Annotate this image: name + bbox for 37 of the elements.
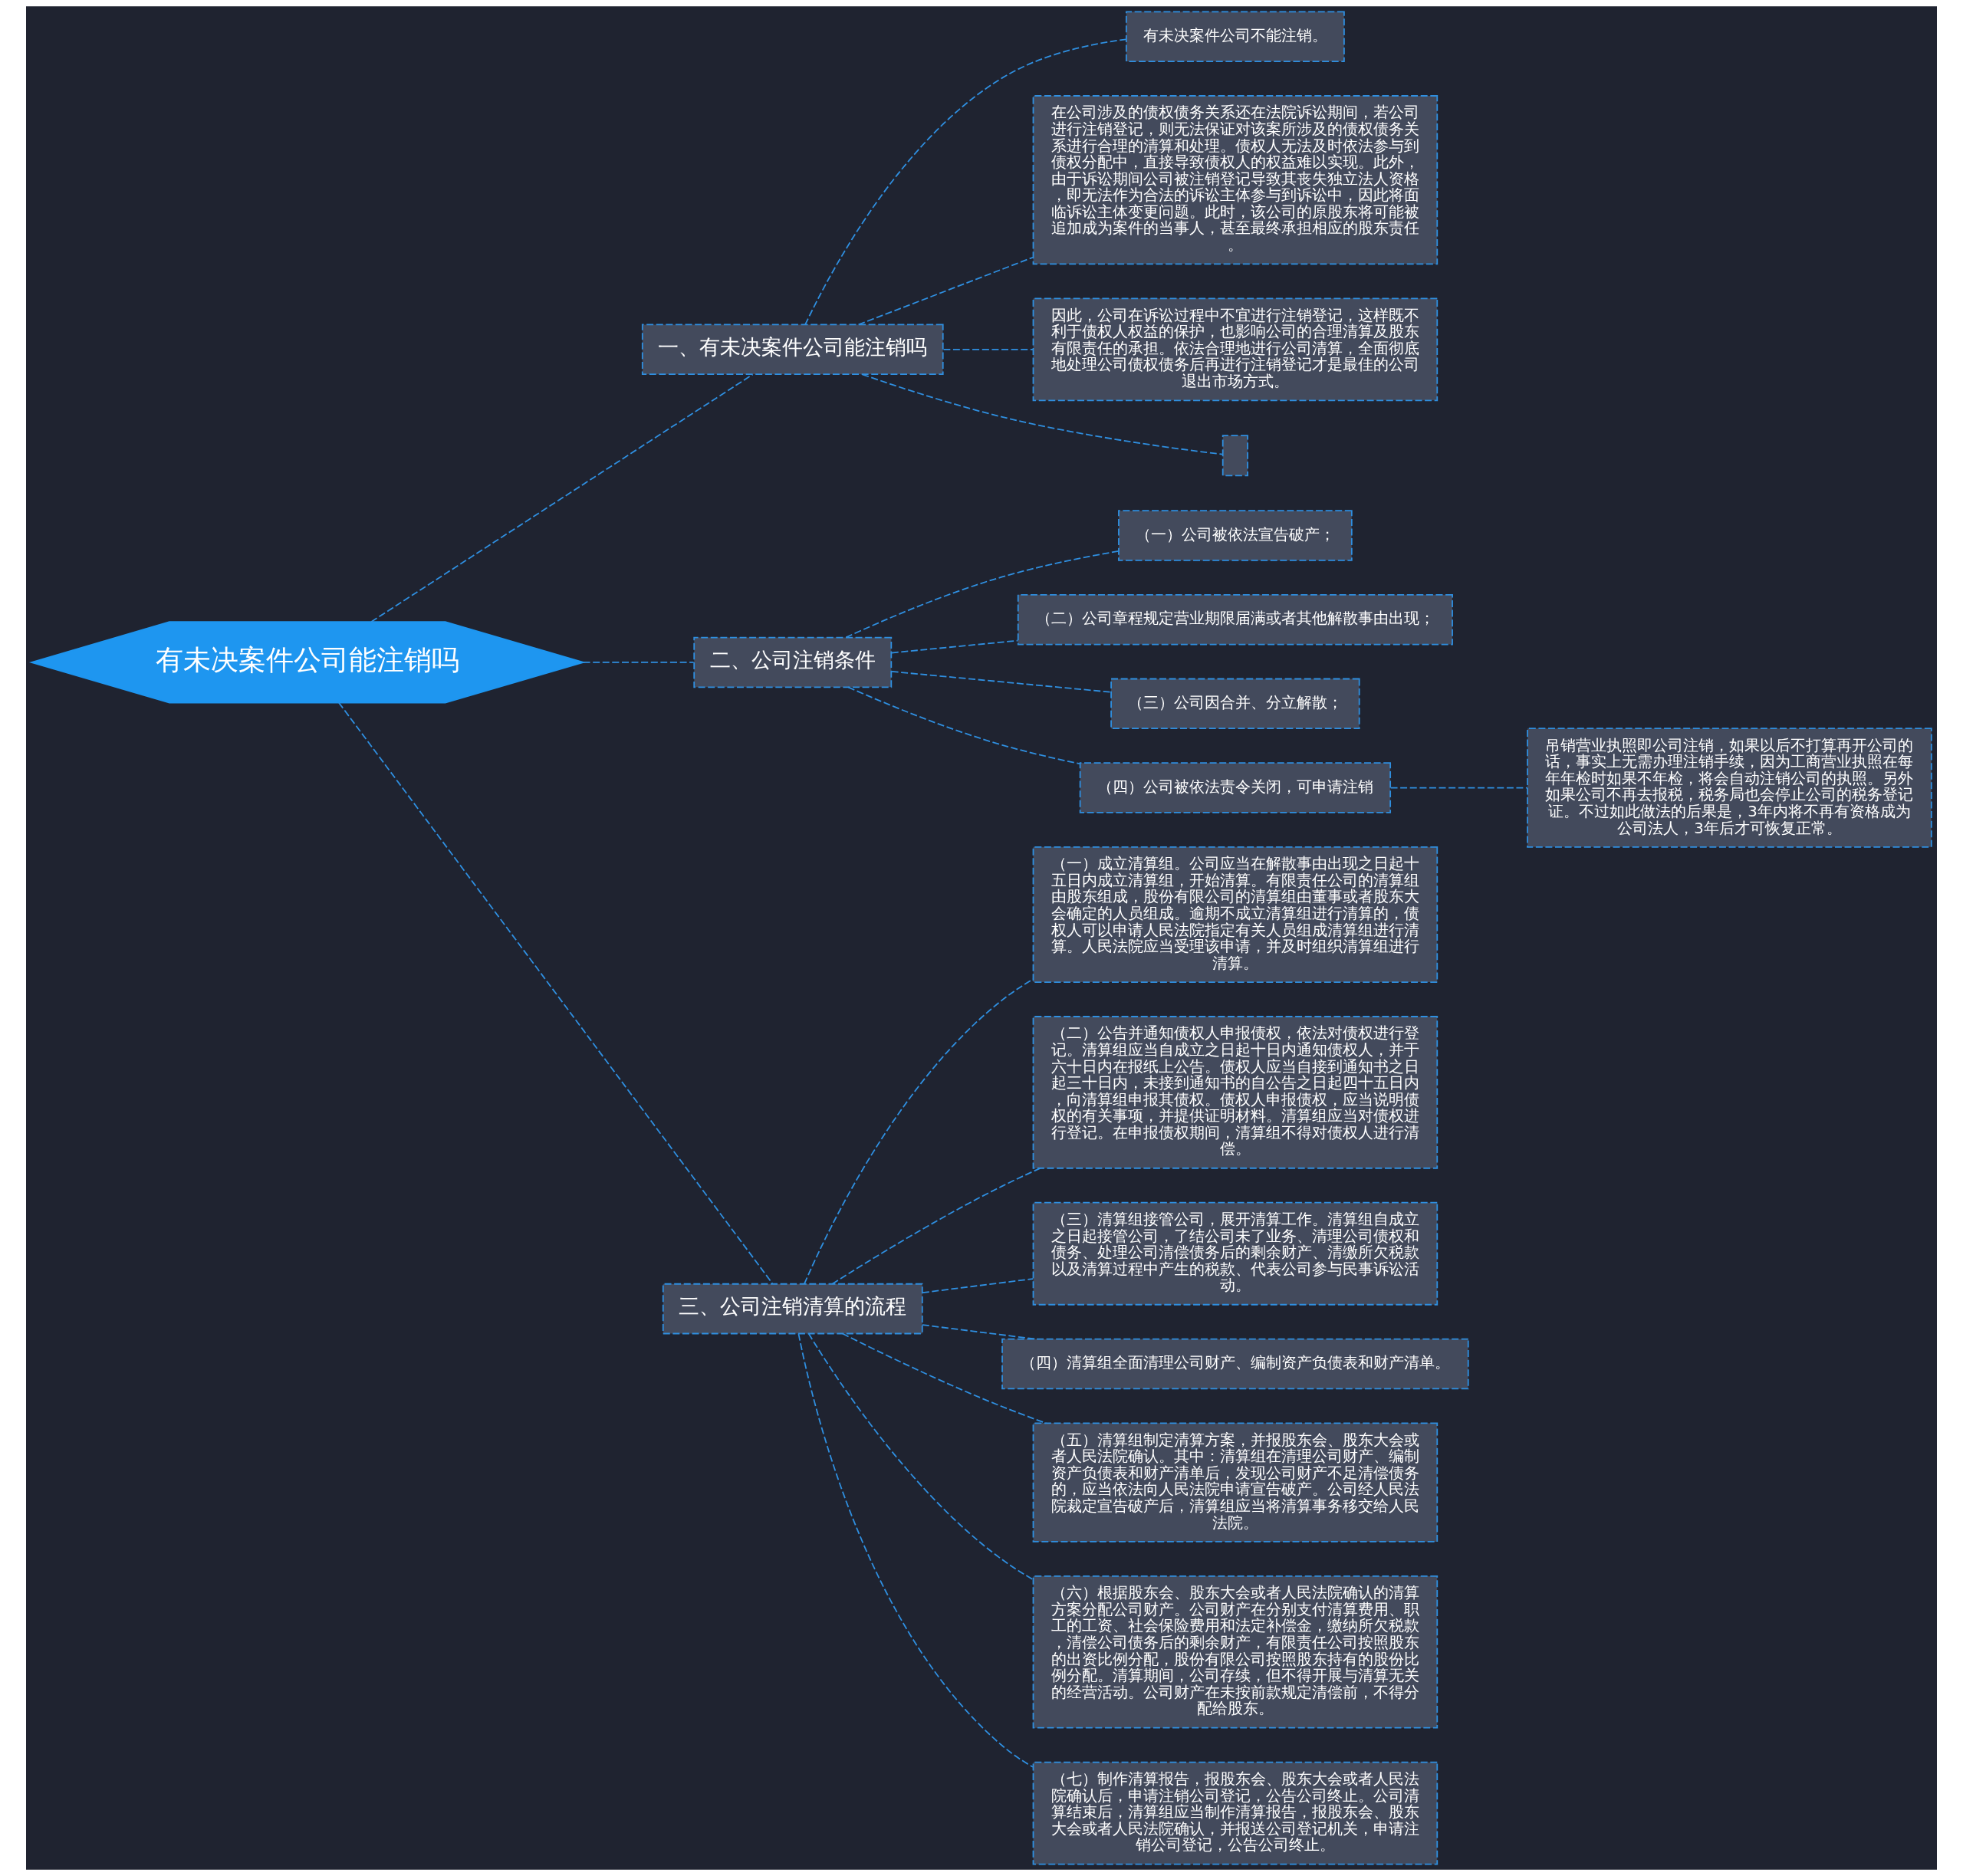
node-box: 有未决案件公司不能注销。 xyxy=(1125,11,1345,62)
node-box: 一、有未决案件公司能注销吗 xyxy=(641,324,944,376)
node-box: 三、公司注销清算的流程 xyxy=(662,1283,923,1335)
connector xyxy=(841,1332,1047,1424)
node-box: （四）公司被依法责令关闭，可申请注销 xyxy=(1079,762,1392,813)
connector xyxy=(582,662,695,663)
connector xyxy=(845,550,1120,639)
connector xyxy=(861,373,1224,455)
connector xyxy=(338,701,774,1284)
node-box: （七）制作清算报告，报股东会、股东大会或者人民法院确认后，申请注销公司登记，公告公司终止。公司清算结束后，清算组应当制作清算报告，报股东会、股东大会或者人民法院确认，并报送公司登记机关，申请注销公司登记，公告公司终止。 xyxy=(1032,1761,1439,1865)
connector xyxy=(831,1167,1041,1285)
node-box xyxy=(1222,435,1248,477)
node-box: （二）公司章程规定营业期限届满或者其他解散事由出现； xyxy=(1017,593,1453,646)
node-box: （六）根据股东会、股东大会或者人民法院确认的清算方案分配公司财产。公司财产在分别支付清算费用、职工的工资、社会保险费用和法定补偿金，缴纳所欠税款，清偿公司债务后的剩余财产，有限责任公司按照股东的出资比例分配，股份有限公司按照股东持有的股份比例分配。清算期间，公司存续，但不得开展与清算无关的经营活动。公司财产在未按前款规定清偿前，不得分配给股东。 xyxy=(1032,1575,1439,1729)
connector xyxy=(922,1324,1037,1340)
connector xyxy=(890,639,1019,654)
connector xyxy=(797,1332,1034,1768)
connector xyxy=(370,373,754,623)
connector xyxy=(922,1278,1034,1294)
node-box: （一）成立清算组。公司应当在解散事由出现之日起十五日内成立清算组，开始清算。有限责任公司的清算组由股东组成，股份有限公司的清算组由董事或者股东大会确定的人员组成。逾期不成立清算组进行清算的，债权人可以申请人民法院指定有关人员组成清算组进行清算。人民法院应当受理该申请，并及时组织清算组进行清算。 xyxy=(1032,846,1439,983)
connector xyxy=(857,256,1034,326)
node-box: 因此，公司在诉讼过程中不宜进行注销登记，这样既不利于债权人权益的保护，也影响公司的合理清算及股东有限责任的承担。依法合理地进行公司清算，全面彻底地处理公司债权债务后再进行注销登记才是最佳的公司退出市场方式。 xyxy=(1032,297,1439,402)
node-box: 吊销营业执照即公司注销，如果以后不打算再开公司的话，事实上无需办理注销手续，因为工商营业执照在每年年检时如果不年检，将会自动注销公司的执照。另外如果公司不再去报税，税务局也会停止公司的税务登记证。不过如此做法的后果是，3年内将不再有资格成为公司法人，3年后才可恢复正常。 xyxy=(1527,728,1932,848)
node-box: （一）公司被依法宣告破产； xyxy=(1118,510,1353,561)
connector xyxy=(807,1332,1034,1580)
connector xyxy=(847,686,1080,764)
connector xyxy=(942,348,1034,350)
connector xyxy=(804,38,1127,326)
node-box: （三）公司因合并、分立解散； xyxy=(1110,678,1360,730)
node-box: 二、公司注销条件 xyxy=(693,636,893,688)
connector xyxy=(890,671,1112,693)
node-box: （二）公告并通知债权人申报债权，依法对债权进行登记。清算组应当自成立之日起十日内通知债权人，并于六十日内在报纸上公告。债权人应当自接到通知书之日起三十日内，未接到通知书的自公告之日起四十五日内，向清算组申报其债权。债权人申报债权，应当说明债权的有关事项，并提供证明材料。清算组应当对债权进行登记。在申报债权期间，清算组不得对债权人进行清偿。 xyxy=(1032,1016,1439,1169)
node-box: （五）清算组制定清算方案，并报股东会、股东大会或者人民法院确认。其中：清算组在清理公司财产、编制资产负债表和财产清单后，发现公司财产不足清偿债务的，应当依法向人民法院申请宣告破产。公司经人民法院裁定宣告破产后，清算组应当将清算事务移交给人民法院。 xyxy=(1032,1422,1439,1543)
node-box: 在公司涉及的债权债务关系还在法院诉讼期间，若公司进行注销登记，则无法保证对该案所涉及的债权债务关系进行合理的清算和处理。债权人无法及时依法参与到债权分配中，直接导致债权人的权益难以实现。此外，由于诉讼期间公司被注销登记导致其丧失独立法人资格，即无法作为合法的诉讼主体参与到诉讼中，因此将面临诉讼主体变更问题。此时，该公司的原股东将可能被追加成为案件的当事人，甚至最终承担相应的股东责任。 xyxy=(1032,95,1439,265)
node-box: （四）清算组全面清理公司财产、编制资产负债表和财产清单。 xyxy=(1001,1338,1469,1390)
connector xyxy=(1389,787,1528,789)
node-box: （三）清算组接管公司，展开清算工作。清算组自成立之日起接管公司，了结公司未了业务、清理公司债权和债务、处理公司清偿债务后的剩余财产、清缴所欠税款以及清算过程中产生的税款、代表公司参与民事诉讼活动。 xyxy=(1032,1201,1439,1306)
